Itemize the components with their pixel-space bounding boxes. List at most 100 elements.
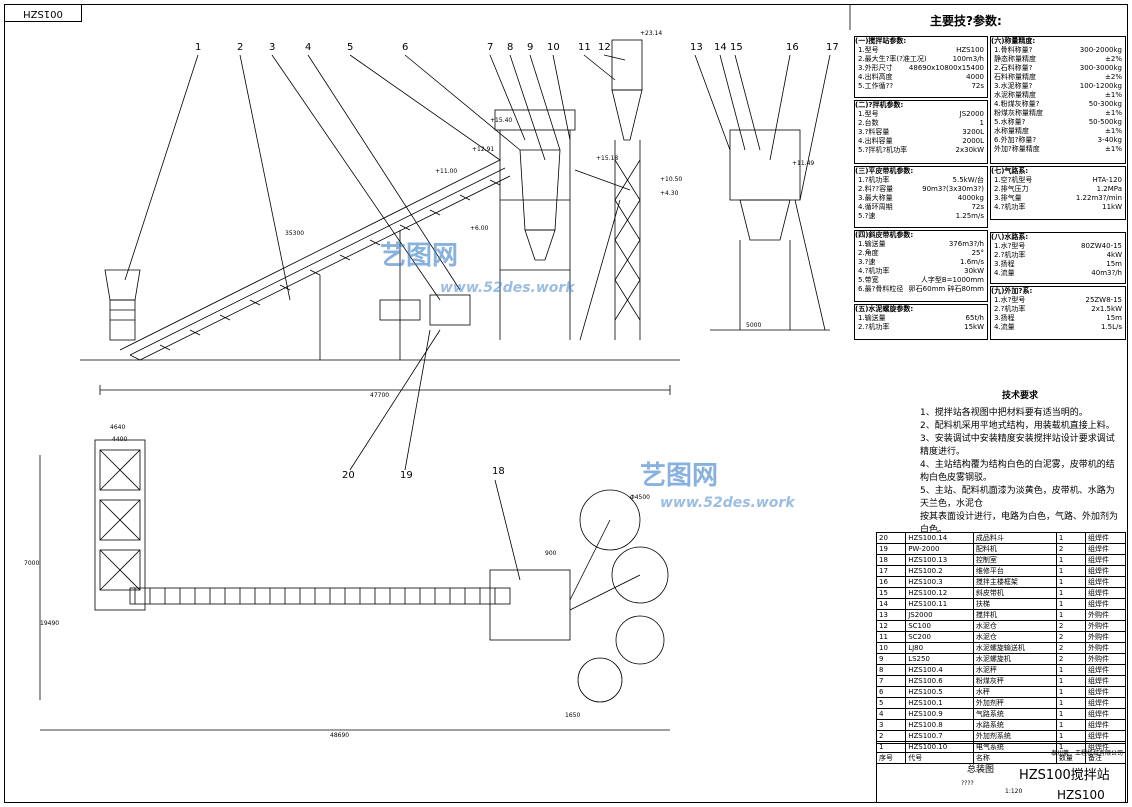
side-view-tower (710, 129, 830, 331)
bom-cell: 1 (1055, 576, 1087, 588)
callout-2: 2 (237, 42, 244, 53)
bom-header-cell: 数量 (1055, 752, 1087, 764)
bom-cell: 水秤 (972, 686, 1057, 698)
elev-top: +23.14 (640, 30, 663, 37)
bom-cell: 外购件 (1085, 653, 1126, 665)
watermark-logo-2: 艺图网 (640, 461, 719, 491)
weight: ???? (961, 780, 974, 787)
bom-cell: 15 (875, 587, 907, 599)
drawing-name: 总装图 (967, 765, 995, 775)
elev-1518: +15.18 (596, 155, 619, 162)
dim-4500: Φ4500 (630, 494, 650, 501)
bom-cell: LJ80 (905, 642, 974, 654)
bom-cell: 17 (875, 565, 907, 577)
section-title: (一)搅拌站参数: (855, 37, 907, 45)
bom-cell: 2 (1055, 653, 1087, 665)
bom-cell: 水泥仓 (972, 620, 1057, 632)
requirement-item: 1、搅拌站各视图中把材料要有适当明的。 (920, 408, 1088, 418)
dim-overall: 47700 (370, 392, 390, 399)
elev-1050: +10.50 (660, 176, 683, 183)
callout-14: 14 (714, 42, 727, 53)
control-room-box (379, 299, 421, 321)
callout-5: 5 (347, 42, 354, 53)
bom-cell: 1 (1055, 565, 1087, 577)
bom-cell: HZS100.13 (905, 554, 974, 566)
bom-cell: 1 (1055, 719, 1087, 731)
bom-cell: 1 (1055, 686, 1087, 698)
elev-1149: +11.49 (792, 160, 815, 167)
bom-cell: HZS100.4 (905, 664, 974, 676)
bom-cell: JS2000 (905, 609, 974, 621)
cement-silo (611, 39, 643, 340)
section-title: (六)称量精度: (991, 37, 1036, 45)
watermark-logo: 艺图网 (380, 241, 459, 271)
callout-6: 6 (402, 42, 409, 53)
bom-cell: HZS100.8 (905, 719, 974, 731)
callout-7: 7 (487, 42, 494, 53)
bom-cell: 水泥仓 (972, 631, 1057, 643)
bom-cell: HZS100.9 (905, 708, 974, 720)
params-title: 主要技?参数: (930, 14, 1002, 28)
bom-cell: 1 (1055, 697, 1087, 709)
bom-cell: 1 (1055, 554, 1087, 566)
callout-3: 3 (269, 42, 276, 53)
section-title: (二)?拌机参数: (855, 101, 904, 109)
bom-cell: HZS100.14 (905, 532, 974, 544)
bom-cell: SC200 (905, 631, 974, 643)
technical-requirements: 技术要求 1、搅拌站各视图中把材料要有适当明的。 2、配料机采用平地式结构，用装… (920, 390, 1120, 537)
silo-circle-1 (579, 489, 641, 551)
callout-8: 8 (507, 42, 514, 53)
project-name: HZS100搅拌站 (1019, 768, 1110, 783)
drawing-code: HZS100 (1057, 788, 1105, 802)
section-title: (八)水路系: (991, 233, 1029, 241)
company-name: 泰州第一工程机械有限公司 (1051, 750, 1124, 757)
bom-header: 序号代号名称数量备注 (875, 752, 1126, 764)
dim-4400: 4400 (112, 436, 128, 443)
bom-cell: 水路系统 (972, 719, 1057, 731)
callout-17: 17 (826, 42, 839, 53)
dim-900: 900 (545, 550, 557, 557)
bom-cell: 2 (1055, 543, 1087, 555)
requirement-item: 按其表面设计进行，电路为白色，气路、外加剂为白色。 (920, 512, 1119, 535)
bom-cell: 组焊件 (1085, 587, 1126, 599)
section-title: (三)平皮带机参数: (855, 167, 914, 175)
screw-conveyor (574, 169, 631, 191)
elev-1540: +15.40 (490, 117, 513, 124)
bom-cell: 6 (875, 686, 907, 698)
bom-cell: 组焊件 (1085, 675, 1126, 687)
bom-cell: 配料机 (972, 543, 1057, 555)
bom-cell: 16 (875, 576, 907, 588)
drawing-frame (4, 4, 1128, 803)
bom-cell: 10 (875, 642, 907, 654)
bom-cell: 水泥秤 (972, 664, 1057, 676)
bom-cell: 14 (875, 598, 907, 610)
bom-cell: 2 (1055, 642, 1087, 654)
bom-cell: 1 (1055, 598, 1087, 610)
dim-7000: 7000 (24, 560, 40, 567)
requirement-item: 5、主站、配料机面漆为淡黄色，皮带机、水路为天兰色，水泥仓 (920, 486, 1115, 509)
bom-cell: 外购件 (1085, 620, 1126, 632)
callout-12: 12 (598, 42, 611, 53)
bom-cell: 11 (875, 631, 907, 643)
watermark-url-2: www.52des.work (660, 495, 795, 511)
bom-cell: 19 (875, 543, 907, 555)
scale: 1:120 (1005, 788, 1023, 795)
bom-cell: HZS100.7 (905, 730, 974, 742)
bom-cell: 18 (875, 554, 907, 566)
mixing-tower (494, 109, 576, 340)
bom-cell: 组焊件 (1085, 532, 1126, 544)
bom-cell: 组焊件 (1085, 598, 1126, 610)
bom-cell: 组焊件 (1085, 730, 1126, 742)
bom-cell: 组焊件 (1085, 565, 1126, 577)
